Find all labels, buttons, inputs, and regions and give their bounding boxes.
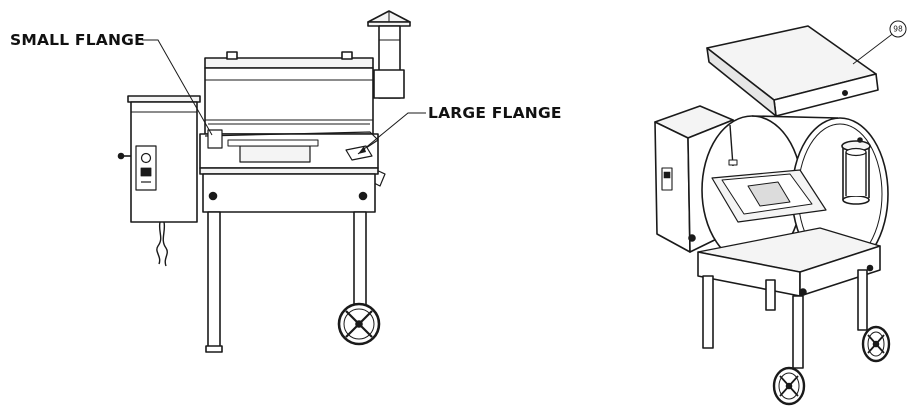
part-number-98: 98: [893, 25, 903, 34]
chimney-cap: [367, 10, 411, 27]
iso-wheel-front: [772, 366, 806, 406]
iso-chimney: [841, 137, 871, 205]
chimney-stack: [373, 25, 405, 99]
grill-isometric-view: [654, 20, 907, 406]
grill-lid: [204, 51, 374, 135]
iso-legs: [702, 269, 868, 369]
grill-side-view: [117, 10, 411, 353]
pellet-hopper: [117, 95, 201, 267]
large-flange-leader: [357, 112, 426, 155]
small-flange-leader: [142, 39, 213, 136]
leader-lines: [142, 39, 426, 155]
wheel-side: [337, 302, 381, 346]
iso-wheel-rear: [861, 325, 891, 363]
grill-legs: [205, 211, 367, 353]
grill-frame: [199, 167, 379, 213]
label-large-flange: LARGE FLANGE: [428, 104, 562, 122]
label-small-flange: SMALL FLANGE: [10, 31, 145, 49]
part-callout: [852, 20, 907, 65]
lid-panel: [706, 25, 879, 117]
